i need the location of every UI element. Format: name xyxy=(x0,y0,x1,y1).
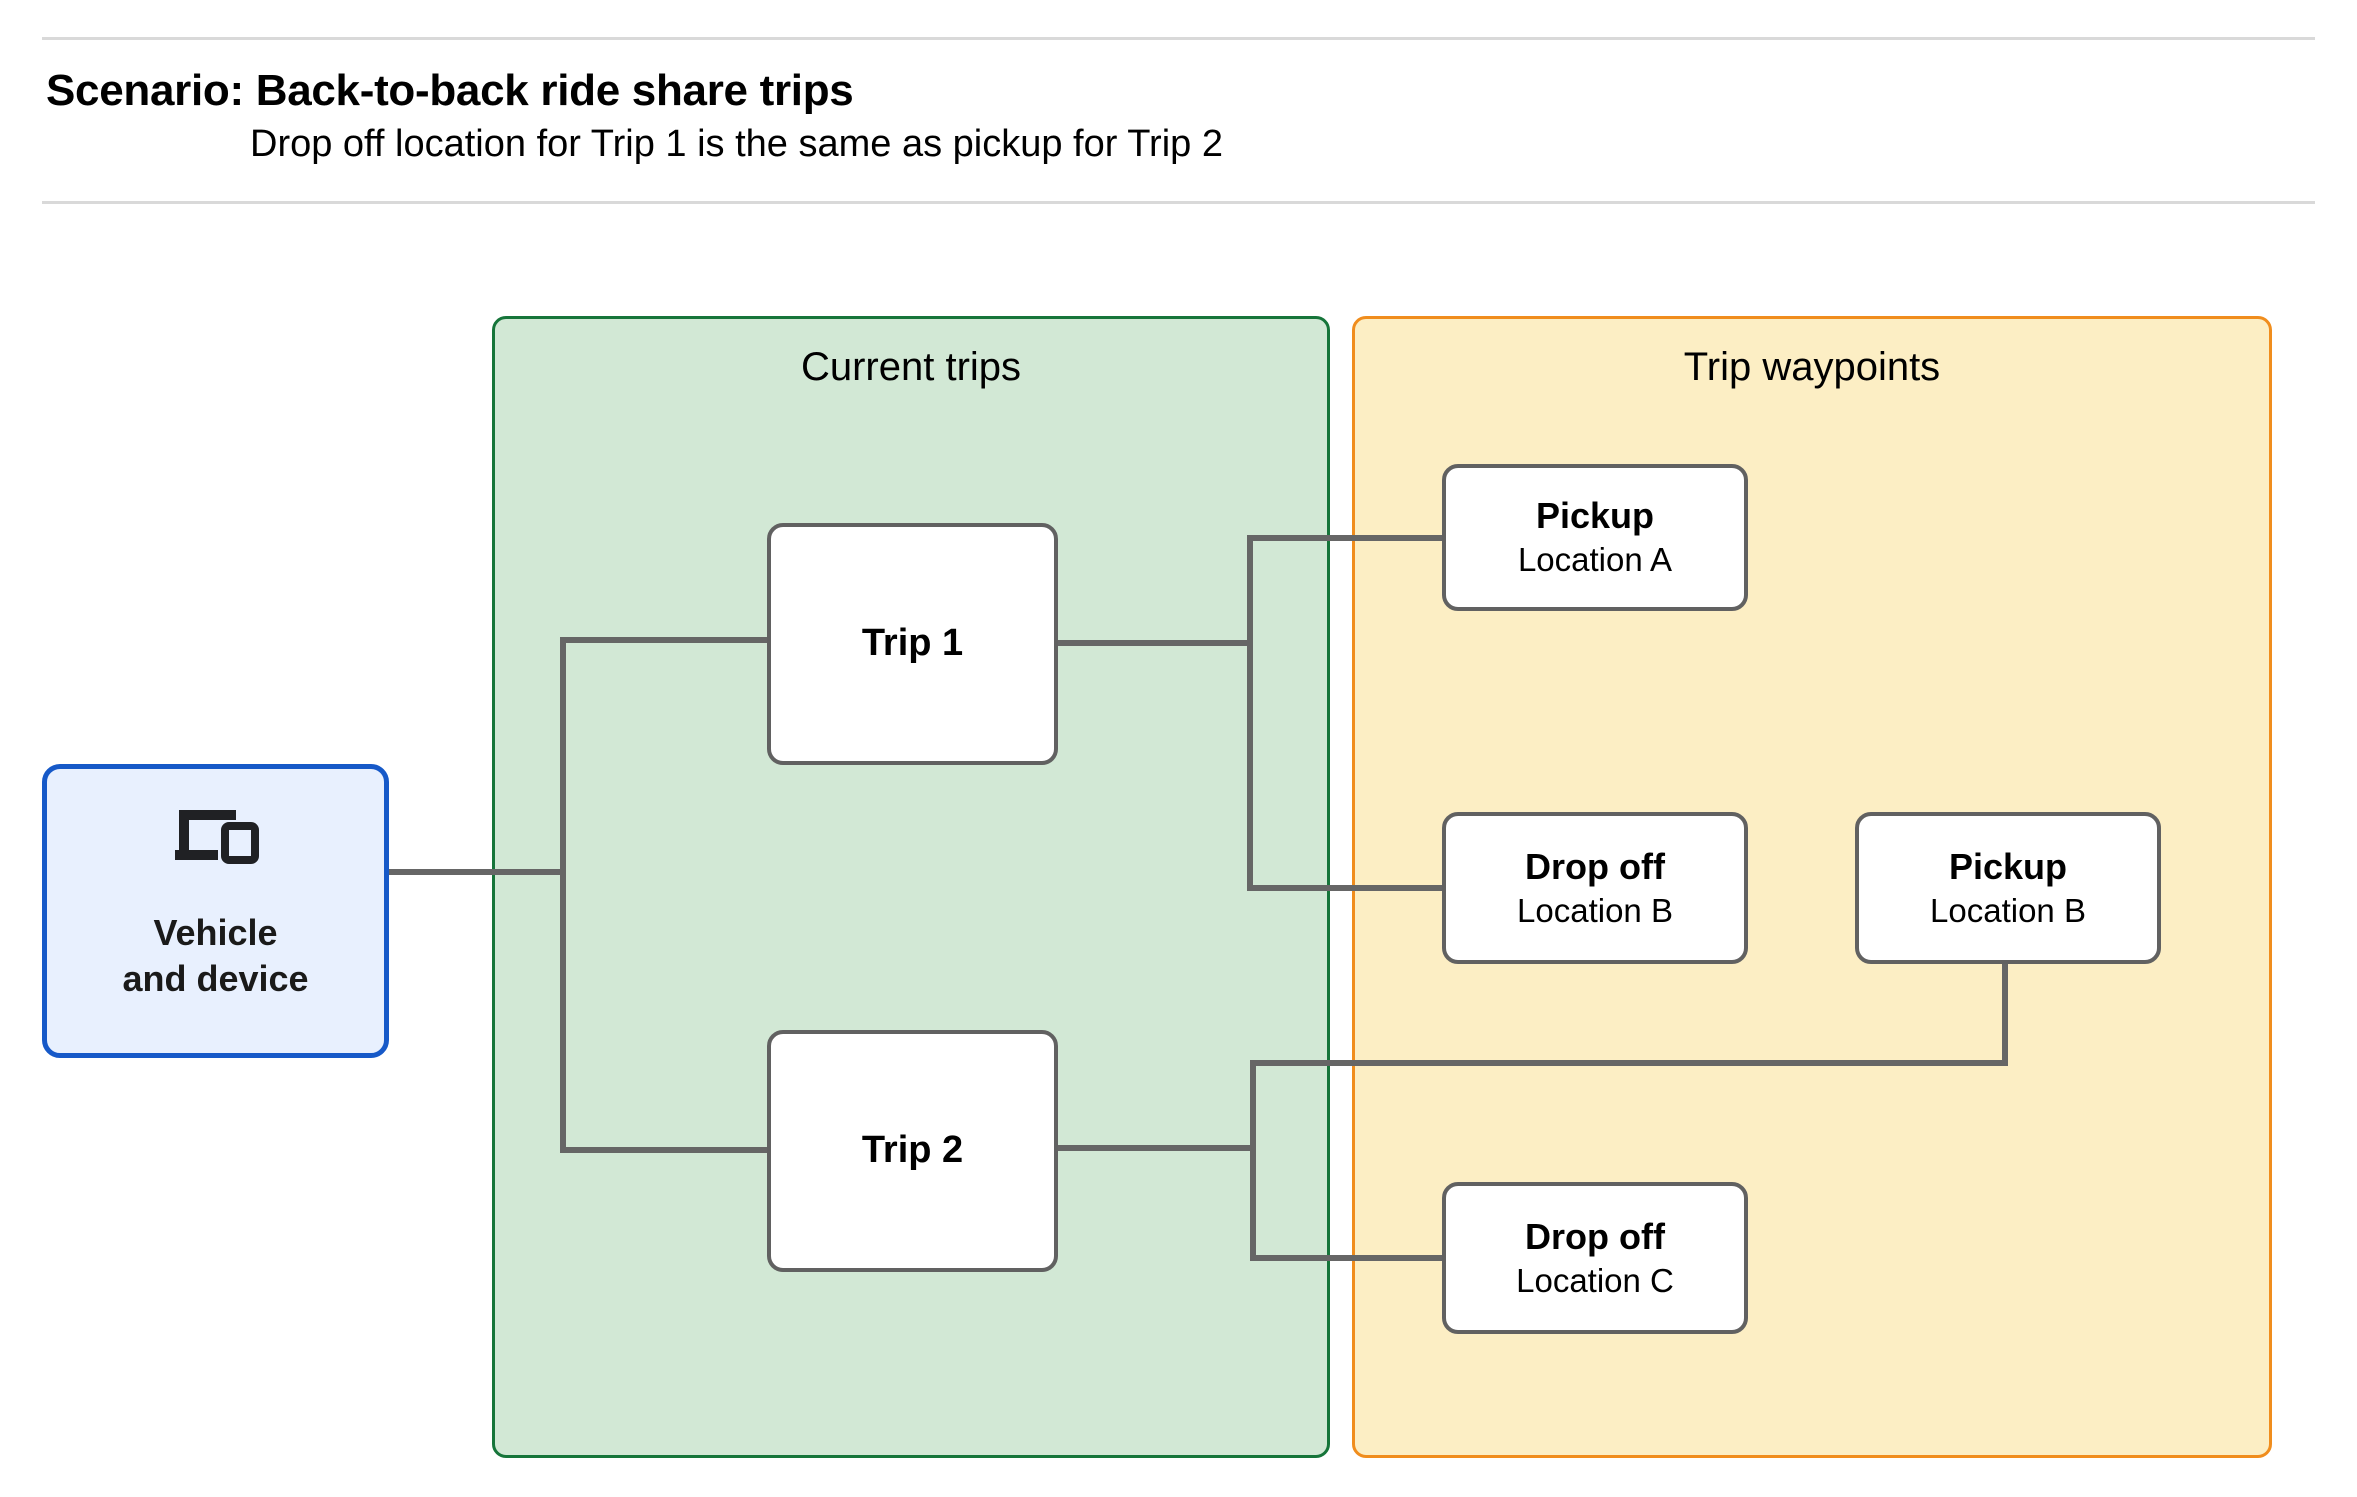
waypoint-pickup-location-b[interactable]: Pickup Location B xyxy=(1855,812,2161,964)
page-subtitle: Drop off location for Trip 1 is the same… xyxy=(250,123,1223,165)
group-current-trips: Current trips xyxy=(492,316,1330,1458)
waypoint-type-label: Pickup xyxy=(1535,495,1655,536)
waypoint-type-label: Pickup xyxy=(1948,845,2068,887)
waypoint-type-label: Drop off xyxy=(1525,1215,1665,1257)
vehicle-and-device-node[interactable]: Vehicle and device xyxy=(42,764,389,1058)
header-divider-top xyxy=(42,37,2315,40)
group-trip-waypoints-label: Trip waypoints xyxy=(1683,345,1941,389)
devices-icon xyxy=(173,806,259,868)
header-divider-bottom xyxy=(42,201,2315,204)
group-current-trips-label: Current trips xyxy=(800,345,1022,389)
waypoint-dropoff-location-c[interactable]: Drop off Location C xyxy=(1442,1182,1748,1334)
waypoint-pickup-location-a[interactable]: Pickup Location A xyxy=(1442,464,1748,611)
waypoint-location-label: Location B xyxy=(1930,891,2086,929)
trip-1-label: Trip 1 xyxy=(861,622,964,665)
page-title: Scenario: Back-to-back ride share trips xyxy=(46,66,854,115)
trip-2-node[interactable]: Trip 2 xyxy=(767,1030,1058,1272)
vehicle-and-device-label: Vehicle and device xyxy=(122,911,309,999)
waypoint-location-label: Location C xyxy=(1516,1261,1674,1299)
waypoint-dropoff-location-b[interactable]: Drop off Location B xyxy=(1442,812,1748,964)
waypoint-type-label: Drop off xyxy=(1525,845,1665,887)
waypoint-location-label: Location A xyxy=(1517,541,1673,579)
trip-1-node[interactable]: Trip 1 xyxy=(767,523,1058,765)
waypoint-location-label: Location B xyxy=(1517,891,1673,929)
trip-2-label: Trip 2 xyxy=(861,1129,964,1172)
